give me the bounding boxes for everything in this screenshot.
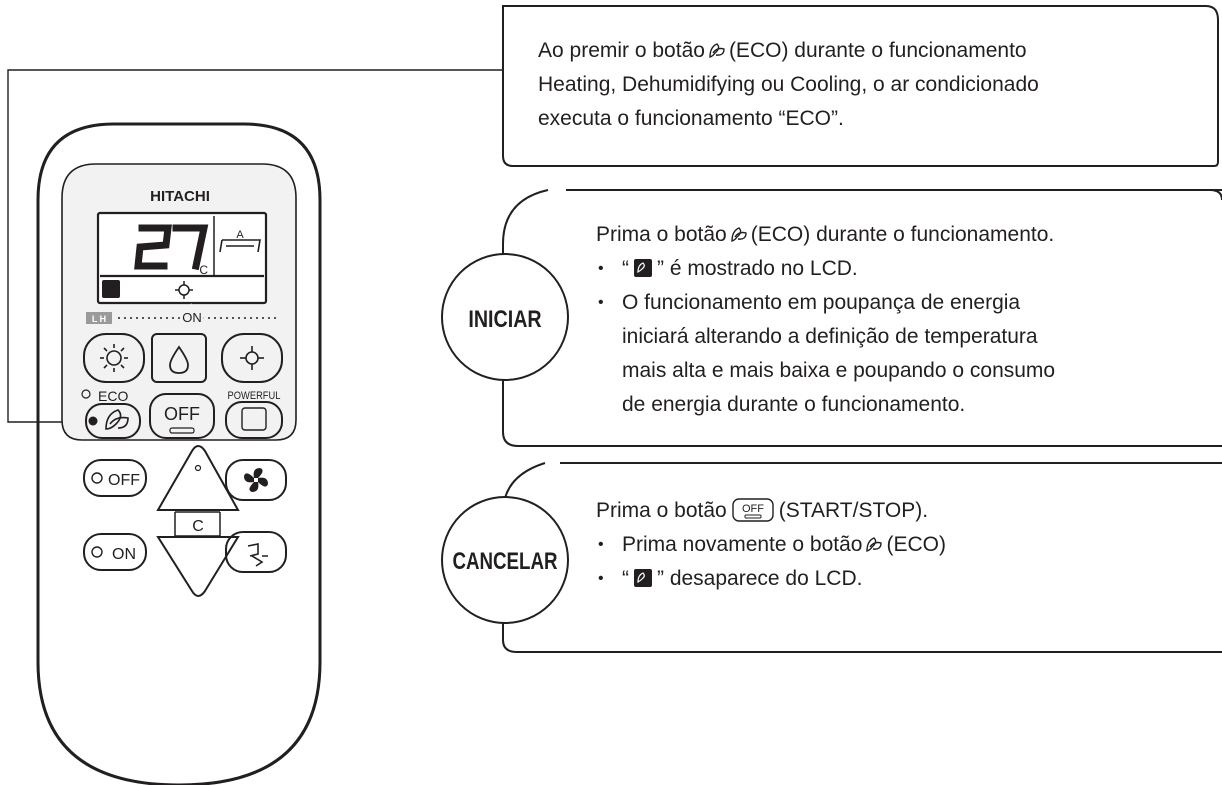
remote-control xyxy=(36,122,322,785)
eco-button xyxy=(85,403,141,439)
timer-off-label: OFF xyxy=(108,472,140,489)
lcd-screen xyxy=(96,211,268,305)
lcd-eco-badge xyxy=(102,280,120,298)
lcd-mode-letter: A xyxy=(236,229,244,241)
eco-leaf-icon xyxy=(709,43,725,58)
start-box-text: Prima o botão(ECO) durante o funcionamen… xyxy=(596,218,1055,422)
eco-label: ECO xyxy=(98,388,128,404)
swing-icon xyxy=(219,239,261,253)
lh-chip xyxy=(86,312,112,324)
lcd-digits xyxy=(134,224,209,271)
lcd-unit: °C xyxy=(195,263,209,277)
brand-logo: HITACHI xyxy=(150,188,210,205)
cancel-label: CANCELAR xyxy=(452,548,557,575)
powerful-button xyxy=(225,401,283,439)
powerful-icon xyxy=(241,407,267,431)
eco-leaf-icon xyxy=(866,537,883,552)
eco-leaf-icon xyxy=(731,227,747,242)
eco-leaf-icon xyxy=(105,409,129,430)
top-info-box xyxy=(502,5,1219,167)
start-label: INICIAR xyxy=(468,305,541,332)
temp-up-button xyxy=(156,445,240,511)
swing-button xyxy=(225,531,287,573)
top-box-text: Ao premir o botão(ECO) durante o funcion… xyxy=(538,39,1039,130)
lcd-cool-icon xyxy=(175,281,193,299)
off-button-icon: OFF xyxy=(732,498,774,522)
louver-icon xyxy=(247,543,268,567)
lcd-eco-icon xyxy=(634,259,652,277)
cancel-circle xyxy=(441,496,569,624)
start-info-box xyxy=(502,189,1222,447)
dry-mode-button xyxy=(151,333,207,383)
clock-icon-off xyxy=(91,472,103,484)
sun-icon xyxy=(100,344,128,372)
svg-text:OFF: OFF xyxy=(742,503,764,515)
clock-icon-on xyxy=(91,546,103,558)
eco-callout-line xyxy=(7,69,503,423)
fan-speed-button xyxy=(225,459,287,501)
heat-mode-button xyxy=(83,333,145,383)
timer-on-button xyxy=(83,533,147,571)
drop-icon xyxy=(169,345,189,374)
cool-icon xyxy=(240,346,264,370)
fan-icon xyxy=(244,468,268,492)
lcd-eco-icon xyxy=(634,569,652,587)
powerful-label: POWERFUL xyxy=(228,390,281,402)
start-circle xyxy=(441,253,569,381)
off-button xyxy=(149,393,215,439)
remote-body xyxy=(36,122,322,785)
indicator-on: ON xyxy=(182,310,202,325)
cool-mode-button xyxy=(221,333,283,383)
off-label: OFF xyxy=(164,404,200,424)
indicator-lh: L H xyxy=(92,314,106,324)
temp-label: C xyxy=(192,518,204,535)
timer-off-button xyxy=(83,459,147,497)
timer-on-label: ON xyxy=(112,546,136,563)
temp-down-button xyxy=(156,536,240,597)
